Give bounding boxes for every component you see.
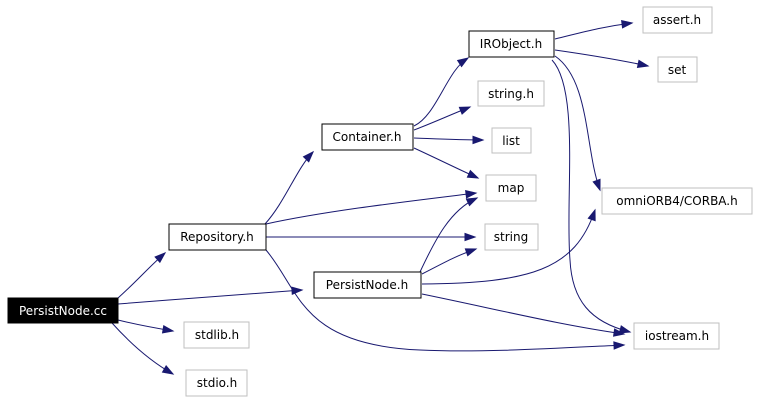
edge-persistnode-h-to-iostream-h (421, 293, 626, 337)
edge-repository-h-to-string (266, 232, 477, 242)
nodes-layer: PersistNode.cc Repository.h Container.h … (7, 6, 753, 397)
edges-layer (111, 20, 650, 375)
edge-persistnode-h-to-omniorb4-corba-h (421, 208, 596, 285)
edge-persistnode-cc-to-persistnode-h (117, 286, 304, 305)
edge-repository-h-to-iostream-h (265, 249, 626, 352)
node-stdlib-h[interactable]: stdlib.h (183, 321, 250, 349)
node-iostream-h-label: iostream.h (645, 329, 709, 343)
node-container-h[interactable]: Container.h (321, 123, 414, 151)
node-list[interactable]: list (491, 127, 532, 154)
node-omniorb4-corba-h[interactable]: omniORB4/CORBA.h (601, 187, 753, 215)
edge-irobject-h-to-omniorb4-corba-h (554, 55, 601, 192)
edge-repository-h-to-container-h (264, 150, 315, 225)
edge-repository-h-to-map (265, 190, 478, 225)
node-omniorb4-corba-h-label: omniORB4/CORBA.h (616, 194, 737, 208)
node-repository-h[interactable]: Repository.h (168, 223, 267, 251)
edge-persistnode-h-to-string (421, 248, 478, 275)
node-stdio-h[interactable]: stdio.h (185, 369, 248, 397)
edge-container-h-to-string-h (413, 106, 472, 131)
node-persistnode-cc-label: PersistNode.cc (19, 304, 107, 318)
edge-container-h-to-irobject-h (413, 57, 470, 127)
edge-irobject-h-to-iostream-h (551, 59, 632, 334)
node-string-h-label: string.h (488, 87, 534, 101)
node-assert-h-label: assert.h (653, 13, 701, 27)
node-assert-h[interactable]: assert.h (642, 6, 713, 34)
edge-irobject-h-to-set (554, 49, 650, 69)
node-set-label: set (668, 63, 687, 77)
node-persistnode-cc[interactable]: PersistNode.cc (7, 297, 119, 324)
node-stdlib-h-label: stdlib.h (195, 328, 239, 342)
node-string-h[interactable]: string.h (477, 80, 545, 107)
node-persistnode-h-label: PersistNode.h (326, 278, 408, 292)
edge-persistnode-cc-to-stdio-h (111, 322, 175, 375)
node-iostream-h[interactable]: iostream.h (633, 322, 720, 350)
edge-container-h-to-map (413, 147, 480, 179)
edge-container-h-to-list (413, 135, 485, 145)
node-stdio-h-label: stdio.h (197, 376, 237, 390)
edge-persistnode-cc-to-repository-h (117, 252, 167, 299)
node-repository-h-label: Repository.h (180, 230, 254, 244)
node-map-label: map (498, 181, 525, 195)
node-set[interactable]: set (657, 56, 698, 83)
node-container-h-label: Container.h (333, 130, 402, 144)
edge-irobject-h-to-assert-h (554, 20, 634, 40)
node-persistnode-h[interactable]: PersistNode.h (313, 271, 422, 299)
node-irobject-h-label: IRObject.h (480, 37, 542, 51)
node-irobject-h[interactable]: IRObject.h (468, 30, 555, 58)
edge-persistnode-cc-to-stdlib-h (117, 319, 175, 334)
node-string[interactable]: string (484, 223, 539, 251)
node-list-label: list (502, 134, 520, 148)
node-map[interactable]: map (485, 174, 537, 202)
edge-persistnode-h-to-map (419, 197, 479, 273)
node-string-label: string (494, 230, 528, 244)
